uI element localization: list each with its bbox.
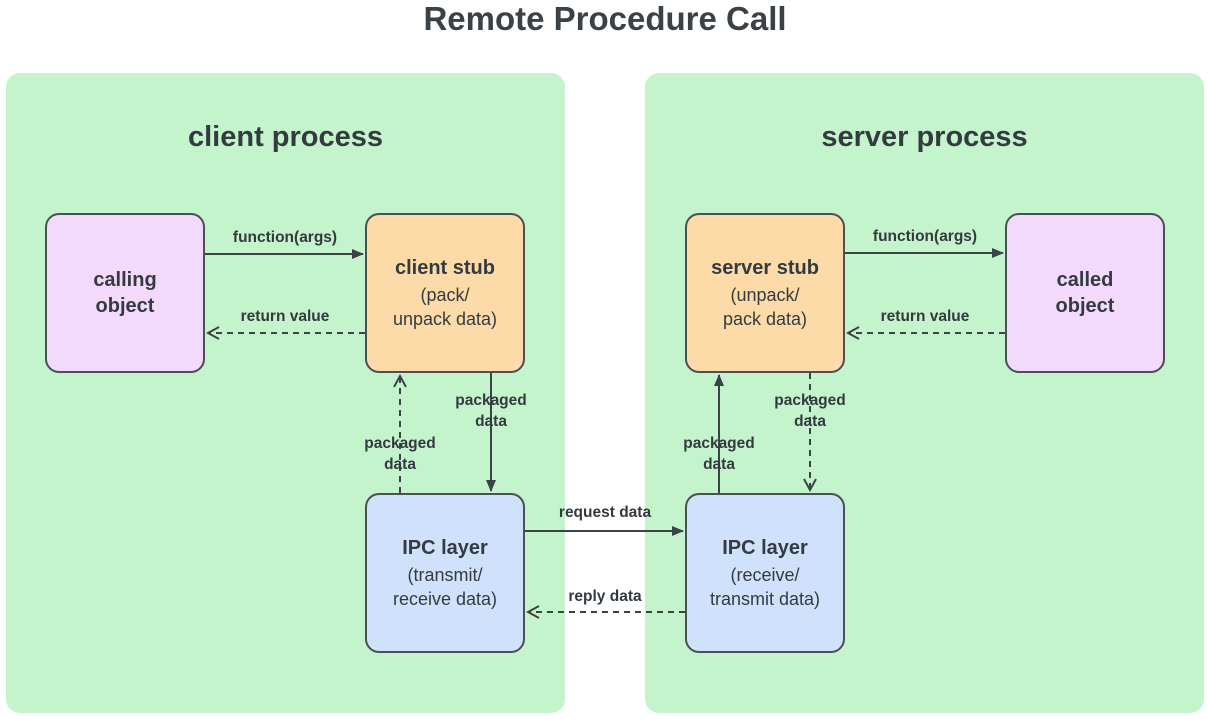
reply-data-label: reply data	[568, 588, 642, 605]
client-stub-box: client stub (pack/ unpack data)	[365, 213, 525, 373]
server-ipc-box: IPC layer (receive/ transmit data)	[685, 493, 845, 653]
diagram-title: Remote Procedure Call	[423, 0, 787, 37]
called-object-box: called object	[1005, 213, 1165, 373]
client-ipc-box: IPC layer (transmit/ receive data)	[365, 493, 525, 653]
server-packaged-up-line1: packaged	[683, 435, 755, 452]
server-packaged-down-line1: packaged	[774, 392, 846, 409]
client-packaged-up-label: packaged data	[354, 433, 446, 475]
client-process-title: client process	[187, 121, 384, 153]
called-object-line2: object	[1055, 295, 1115, 317]
client-ipc-title: IPC layer	[402, 537, 488, 559]
client-packaged-up-line1: packaged	[364, 435, 436, 452]
client-stub-sub1: (pack/	[420, 285, 470, 305]
client-call-label: function(args)	[232, 229, 338, 246]
server-process-title: server process	[821, 121, 1028, 153]
calling-object-box: calling object	[45, 213, 205, 373]
client-packaged-up-line2: data	[384, 456, 416, 473]
request-data-label: request data	[558, 504, 652, 521]
server-packaged-up-label: packaged data	[673, 433, 765, 475]
client-stub-sub2: unpack data)	[392, 309, 498, 329]
calling-object-line1: calling	[93, 269, 157, 291]
server-ipc-sub2: transmit data)	[709, 589, 821, 609]
client-packaged-down-line2: data	[475, 413, 507, 430]
server-stub-sub2: pack data)	[722, 309, 808, 329]
calling-object-line2: object	[95, 295, 155, 317]
client-ipc-sub2: receive data)	[392, 589, 498, 609]
client-packaged-down-label: packaged data	[445, 390, 537, 432]
server-packaged-down-label: packaged data	[764, 390, 856, 432]
client-stub-title: client stub	[394, 257, 495, 279]
client-packaged-down-line1: packaged	[455, 392, 527, 409]
server-packaged-down-line2: data	[794, 413, 826, 430]
client-ipc-sub1: (transmit/	[407, 565, 483, 585]
server-stub-title: server stub	[711, 257, 819, 279]
server-ipc-title: IPC layer	[722, 537, 808, 559]
server-ipc-sub1: (receive/	[730, 565, 800, 585]
server-call-label: function(args)	[872, 228, 978, 245]
server-stub-sub1: (unpack/	[730, 285, 800, 305]
server-return-label: return value	[880, 308, 970, 325]
server-stub-box: server stub (unpack/ pack data)	[685, 213, 845, 373]
called-object-line1: called	[1056, 269, 1114, 291]
server-packaged-up-line2: data	[703, 456, 735, 473]
client-return-label: return value	[240, 308, 330, 325]
